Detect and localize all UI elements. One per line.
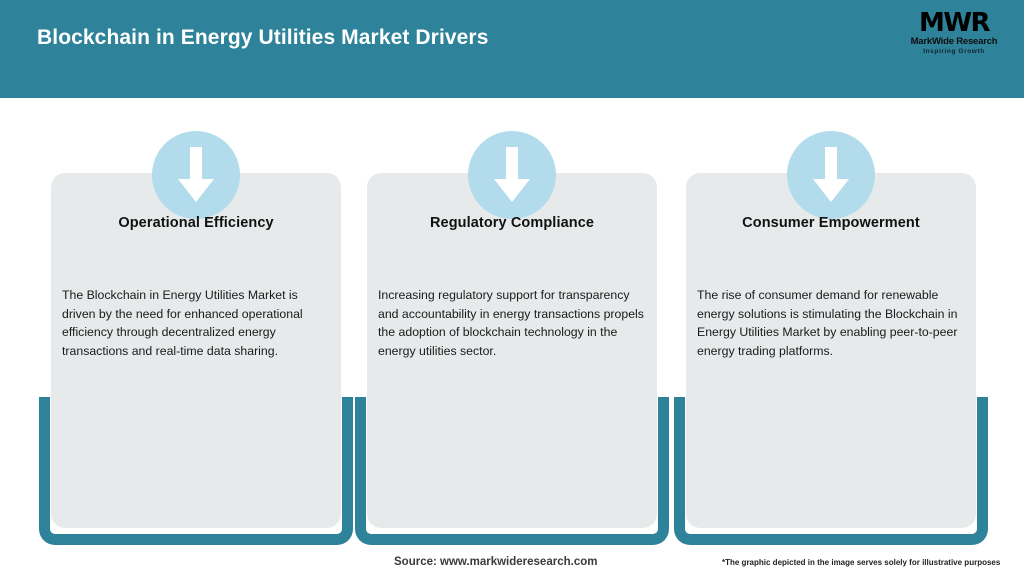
header-bar: Blockchain in Energy Utilities Market Dr… [0, 0, 1024, 98]
card-panel [686, 173, 976, 528]
footer-source: Source: www.markwideresearch.com [394, 556, 598, 568]
logo-mark-icon: MWR [918, 8, 991, 38]
card-accent-frame [355, 397, 669, 545]
page-title: Blockchain in Energy Utilities Market Dr… [37, 26, 489, 49]
driver-card-3: Consumer Empowerment The rise of consume… [674, 131, 988, 551]
driver-card-group: Operational Efficiency The Blockchain in… [0, 131, 1024, 551]
logo-tagline: Inspiring Growth [923, 48, 985, 55]
driver-card-1: Operational Efficiency The Blockchain in… [39, 131, 353, 551]
card-accent-frame [674, 397, 988, 545]
card-title: Regulatory Compliance [429, 215, 595, 231]
brand-logo: MWR MarkWide Research Inspiring Growth [902, 10, 1006, 58]
down-arrow-icon [787, 131, 875, 219]
card-description: The Blockchain in Energy Utilities Marke… [62, 288, 303, 358]
driver-card-2: Regulatory Compliance Increasing regulat… [355, 131, 669, 551]
down-arrow-icon [468, 131, 556, 219]
down-arrow-icon [152, 131, 240, 219]
card-panel [367, 173, 657, 528]
card-accent-frame [39, 397, 353, 545]
footer-disclaimer: *The graphic depicted in the image serve… [722, 558, 1001, 567]
card-description: Increasing regulatory support for transp… [378, 288, 644, 358]
card-title: Operational Efficiency [118, 215, 274, 231]
card-title: Consumer Empowerment [742, 215, 920, 231]
card-panel [51, 173, 341, 528]
logo-company-name: MarkWide Research [910, 36, 998, 47]
card-description: The rise of consumer demand for renewabl… [697, 288, 958, 358]
